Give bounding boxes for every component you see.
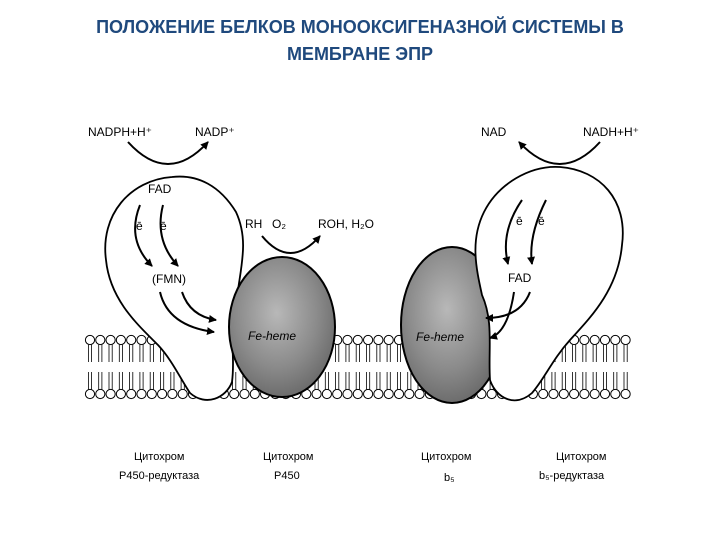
lipid-head — [621, 335, 630, 344]
lipid-head — [384, 335, 393, 344]
lipid-head — [364, 389, 373, 398]
nadh-label: NADH+H⁺ — [583, 125, 639, 139]
caption-2-line-2: Р450 — [274, 470, 300, 482]
lipid-head — [322, 389, 331, 398]
lipid-head — [353, 335, 362, 344]
monooxygenation-arrow — [262, 236, 320, 253]
lipid-head — [127, 335, 136, 344]
fad-label-left: FAD — [148, 182, 172, 196]
lipid-head — [374, 389, 383, 398]
electron-label-left-1: ē — [136, 219, 143, 233]
nad-label: NAD — [481, 125, 507, 139]
cytochrome-p450-heme-domain — [229, 257, 335, 397]
lipid-head — [570, 389, 579, 398]
b5-reductase-protein — [475, 167, 622, 400]
lipid-head — [394, 389, 403, 398]
rh-label: RH — [245, 217, 262, 231]
caption-3-line-2: b₅ — [444, 472, 455, 484]
nadph-oxidation-arrow — [128, 142, 208, 164]
nadp-label: NADP⁺ — [195, 125, 235, 139]
lipid-head — [333, 389, 342, 398]
lipid-head — [137, 335, 146, 344]
o2-label: O₂ — [272, 217, 286, 231]
lipid-head — [158, 389, 167, 398]
lipid-head — [343, 389, 352, 398]
lipid-head — [549, 389, 558, 398]
lipid-head — [96, 335, 105, 344]
roh-h2o-label: ROH, H₂O — [318, 217, 374, 231]
lipid-head — [312, 389, 321, 398]
caption-2-line-1: Цитохром — [263, 451, 314, 463]
lipid-head — [559, 389, 568, 398]
lipid-head — [168, 389, 177, 398]
lipid-head — [137, 389, 146, 398]
nadh-oxidation-arrow — [519, 142, 600, 164]
caption-4-line-2: b₅-редуктаза — [539, 470, 605, 482]
lipid-head — [116, 335, 125, 344]
lipid-head — [116, 389, 125, 398]
lipid-head — [147, 389, 156, 398]
lipid-head — [580, 389, 589, 398]
lipid-head — [85, 389, 94, 398]
lipid-head — [600, 335, 609, 344]
fe-heme-label-b5: Fe-heme — [416, 330, 464, 344]
lipid-head — [85, 335, 94, 344]
lipid-head — [539, 389, 548, 398]
lipid-head — [106, 335, 115, 344]
lipid-head — [611, 335, 620, 344]
lipid-head — [240, 389, 249, 398]
electron-label-right-1: ē — [516, 214, 523, 228]
caption-3-line-1: Цитохром — [421, 451, 472, 463]
lipid-head — [611, 389, 620, 398]
lipid-head — [590, 389, 599, 398]
lipid-head — [230, 389, 239, 398]
lipid-head — [343, 335, 352, 344]
lipid-head — [405, 389, 414, 398]
lipid-head — [96, 389, 105, 398]
lipid-head — [590, 335, 599, 344]
lipid-head — [374, 335, 383, 344]
caption-1-line-2: Р450-редуктаза — [119, 470, 200, 482]
lipid-head — [106, 389, 115, 398]
lipid-head — [580, 335, 589, 344]
fmn-label: (FMN) — [152, 272, 186, 286]
fe-heme-label-p450: Fe-heme — [248, 329, 296, 343]
caption-4-line-1: Цитохром — [556, 451, 607, 463]
caption-1-line-1: Цитохром — [134, 451, 185, 463]
p450-reductase-protein — [105, 177, 243, 400]
lipid-head — [353, 389, 362, 398]
lipid-head — [364, 335, 373, 344]
lipid-head — [384, 389, 393, 398]
fad-label-right: FAD — [508, 271, 532, 285]
lipid-head — [178, 389, 187, 398]
lipid-head — [415, 389, 424, 398]
nadph-label: NADPH+H⁺ — [88, 125, 152, 139]
lipid-head — [600, 389, 609, 398]
lipid-head — [621, 389, 630, 398]
lipid-head — [127, 389, 136, 398]
